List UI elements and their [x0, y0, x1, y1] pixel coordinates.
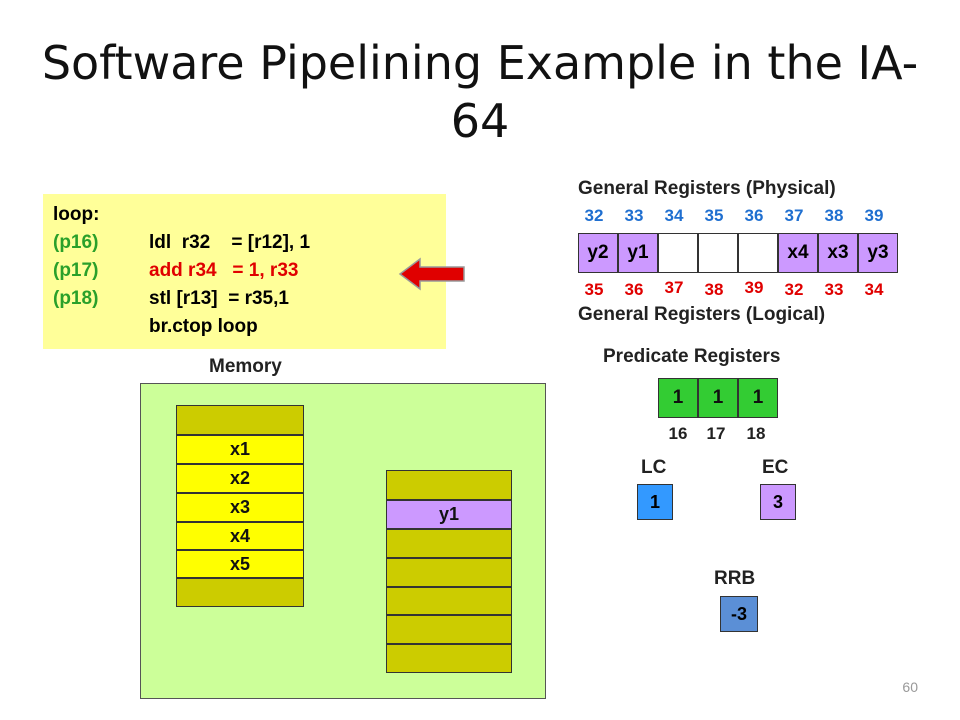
- physical-register-number: 37: [784, 206, 804, 225]
- predicate-tag: (p16): [53, 232, 99, 253]
- physical-register-number: 34: [664, 206, 684, 225]
- logical-register-number: 33: [824, 280, 844, 299]
- logical-register-number: 37: [664, 278, 684, 297]
- register-cell: y3: [858, 233, 898, 273]
- ec-value: 3: [760, 484, 796, 520]
- predicate-cell: 1: [698, 378, 738, 418]
- memory-cell: x5: [176, 550, 304, 578]
- memory-cell: [176, 405, 304, 435]
- logical-register-number: 38: [704, 280, 724, 299]
- memory-cell: x3: [176, 493, 304, 522]
- loop-label: loop:: [53, 204, 100, 225]
- current-line-arrow-icon: [398, 257, 465, 291]
- code-line-1: (p16) ldl r32 = [r12], 1: [53, 232, 310, 254]
- instruction: br.ctop loop: [149, 316, 258, 337]
- logical-register-number: 32: [784, 280, 804, 299]
- memory-cell: [386, 529, 512, 558]
- memory-cell: x1: [176, 435, 304, 464]
- physical-registers-label: General Registers (Physical): [578, 178, 836, 199]
- lc-label: LC: [641, 457, 667, 478]
- code-line-3: (p18) stl [r13] = r35,1: [53, 288, 289, 310]
- physical-register-number: 39: [864, 206, 884, 225]
- memory-cell: [386, 558, 512, 587]
- predicate-cell: 1: [658, 378, 698, 418]
- memory-cell: [176, 578, 304, 607]
- instruction: stl [r13] = r35,1: [149, 288, 289, 309]
- predicate-registers-label: Predicate Registers: [603, 346, 781, 367]
- register-cell: [698, 233, 738, 273]
- memory-cell: [386, 470, 512, 500]
- code-block: loop: (p16) ldl r32 = [r12], 1 (p17) add r…: [43, 194, 446, 349]
- predicate-number: 18: [746, 424, 766, 443]
- physical-register-number: 35: [704, 206, 724, 225]
- physical-register-number: 36: [744, 206, 764, 225]
- predicate-number: 17: [706, 424, 726, 443]
- register-cell: y1: [618, 233, 658, 273]
- physical-register-number: 33: [624, 206, 644, 225]
- register-cell: x4: [778, 233, 818, 273]
- register-cell: [658, 233, 698, 273]
- memory-cell: x2: [176, 464, 304, 493]
- logical-register-number: 35: [584, 280, 604, 299]
- physical-register-number: 38: [824, 206, 844, 225]
- slide-number: 60: [902, 679, 918, 695]
- memory-cell: [386, 615, 512, 644]
- logical-register-number: 39: [744, 278, 764, 297]
- ec-label: EC: [762, 457, 789, 478]
- code-line-4: br.ctop loop: [53, 316, 258, 338]
- memory-cell: y1: [386, 500, 512, 529]
- slide-title: Software Pipelining Example in the IA-64: [41, 36, 919, 148]
- rrb-value: -3: [720, 596, 758, 632]
- rrb-label: RRB: [714, 568, 756, 589]
- physical-register-number: 32: [584, 206, 604, 225]
- instruction-highlighted: add r34 = 1, r33: [149, 260, 299, 281]
- memory-label: Memory: [209, 356, 282, 377]
- register-cell: x3: [818, 233, 858, 273]
- code-line-2: (p17) add r34 = 1, r33: [53, 260, 298, 282]
- logical-registers-label: General Registers (Logical): [578, 304, 826, 325]
- logical-register-number: 34: [864, 280, 884, 299]
- predicate-tag: (p18): [53, 288, 99, 309]
- predicate-cell: 1: [738, 378, 778, 418]
- memory-cell: x4: [176, 522, 304, 550]
- predicate-tag: (p17): [53, 260, 99, 281]
- instruction: ldl r32 = [r12], 1: [149, 232, 311, 253]
- logical-register-number: 36: [624, 280, 644, 299]
- memory-cell: [386, 644, 512, 673]
- memory-cell: [386, 587, 512, 615]
- predicate-number: 16: [668, 424, 688, 443]
- register-cell: y2: [578, 233, 618, 273]
- lc-value: 1: [637, 484, 673, 520]
- register-cell: [738, 233, 778, 273]
